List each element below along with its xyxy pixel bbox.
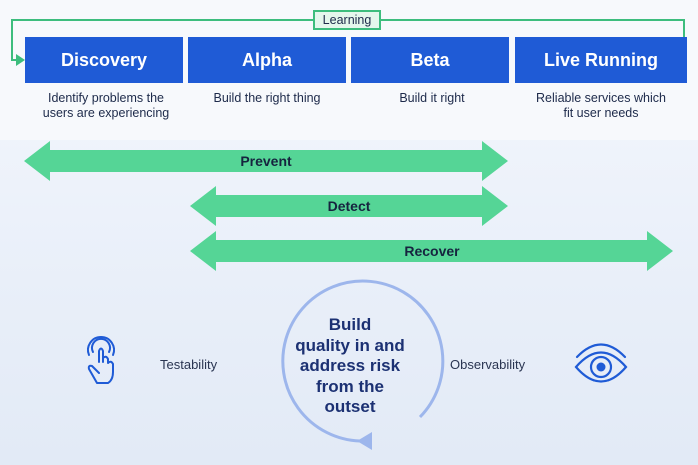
- testability-label: Testability: [160, 357, 218, 372]
- phase-live-running-description: Reliable services which fit user needs: [515, 91, 687, 121]
- center-line-1: Build: [328, 315, 372, 334]
- phase-alpha-description: Build the right thing: [188, 91, 346, 106]
- detect-arrow: [190, 186, 508, 226]
- phase-discovery-description: Identify problems the users are experien…: [25, 91, 187, 121]
- center-line-2: quality in and: [295, 335, 405, 355]
- phase-beta: Beta: [351, 37, 509, 83]
- prevent-label: Prevent: [240, 153, 292, 169]
- observability-label: Observability: [450, 357, 526, 372]
- phase-live-running: Live Running: [515, 37, 687, 83]
- phase-live-running-desc-line2: fit user needs: [563, 106, 639, 120]
- phase-discovery-desc-line2: users are experiencing: [42, 106, 170, 120]
- phase-beta-description: Build it right: [351, 91, 513, 106]
- phase-discovery-desc-line1: Identify problems the: [47, 91, 165, 105]
- center-line-5: outset: [324, 397, 376, 416]
- center-line-3: address risk: [299, 356, 401, 375]
- phase-beta-desc-line1: Build it right: [399, 91, 465, 105]
- detect-label: Detect: [327, 198, 371, 214]
- center-statement: Build quality in and address risk from t…: [285, 315, 415, 418]
- phase-discovery: Discovery: [25, 37, 183, 83]
- learning-label: Learning: [313, 10, 381, 30]
- learning-loop-entry-line: [11, 59, 17, 61]
- phase-alpha: Alpha: [188, 37, 346, 83]
- learning-loop-top-right: [381, 19, 685, 21]
- phase-live-running-desc-line1: Reliable services which: [536, 91, 666, 105]
- prevent-arrow: [24, 141, 508, 181]
- learning-loop-left-vertical: [11, 19, 13, 61]
- learning-loop-top-left: [11, 19, 313, 21]
- recover-arrow: [190, 231, 673, 271]
- center-line-4: from the: [316, 376, 384, 396]
- recover-label: Recover: [404, 243, 460, 259]
- phase-alpha-desc-line1: Build the right thing: [213, 91, 321, 105]
